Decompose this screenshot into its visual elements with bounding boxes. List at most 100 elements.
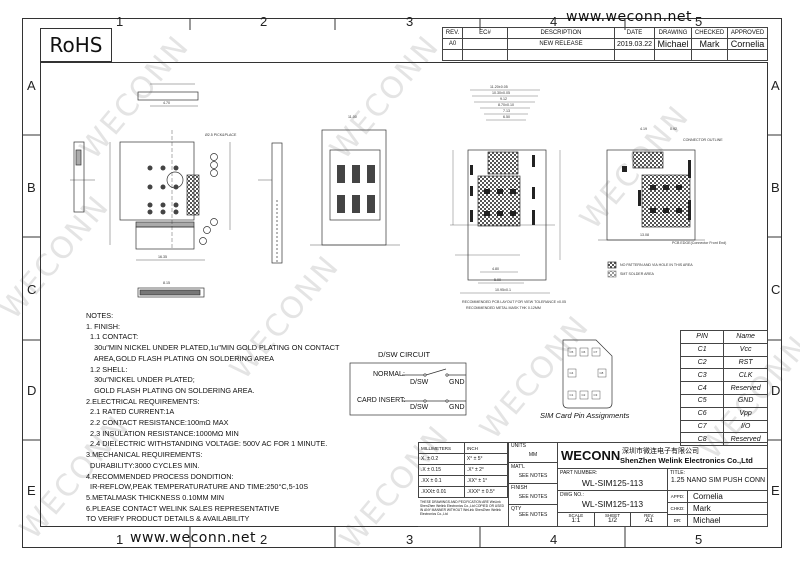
tolerance-row: .X ± 0.15.X° ± 2°	[418, 464, 509, 476]
text-cell: APPD:	[668, 491, 688, 502]
text-cell: DR:	[668, 515, 688, 527]
text-cell: MM	[528, 452, 538, 458]
company-name-cn: 深圳市微连电子有限公司	[622, 448, 699, 455]
top-side-view	[137, 91, 199, 101]
row-label: B	[771, 180, 780, 195]
column-label: 2	[260, 14, 268, 29]
column-label: 4	[550, 532, 558, 547]
text-cell: C6	[679, 406, 725, 421]
column-label: 5	[695, 532, 703, 547]
tolerance-row: .XXX± 0.01.XXX° ± 0.5°	[418, 486, 509, 498]
text-cell: QTY	[511, 506, 522, 512]
dim-label: 10.95±0.1	[495, 288, 511, 292]
column-label: 4	[550, 14, 558, 29]
outer-frame	[22, 18, 782, 548]
text-cell: MILLIMETERS	[418, 442, 465, 454]
row-label: E	[27, 483, 36, 498]
text-cell: 1.25 NANO SIM PUSH CONN	[670, 477, 766, 484]
text-cell: C7	[679, 419, 725, 434]
note-line: 3.MECHANICAL REQUIREMENTS:	[86, 450, 203, 460]
company-logo: WECONN	[561, 448, 621, 463]
row-label: B	[27, 180, 36, 195]
text-cell: X° ± 5°	[463, 453, 509, 465]
sim-caption: SIM Card Pin Assignments	[540, 411, 630, 420]
connector-top-view	[321, 129, 387, 246]
sim-pad: C5	[570, 350, 574, 354]
text-cell: SCALE	[568, 513, 584, 518]
row-label: D	[771, 383, 781, 398]
sim-pad: C3	[594, 393, 598, 397]
note-line: NOTES:	[86, 311, 114, 320]
website-top: www.weconn.net	[566, 9, 693, 25]
text-cell: SEE NOTES	[518, 473, 548, 479]
title-block	[418, 442, 768, 527]
text-cell: WL-SIM125-113	[581, 478, 644, 488]
column-label: 3	[406, 532, 414, 547]
text-cell: X. ± 0.2	[418, 453, 465, 465]
dim-label: 9.12	[500, 97, 507, 101]
dim-label: 10.30±0.05	[492, 91, 510, 95]
dsw-title: D/SW CIRCUIT	[378, 350, 431, 359]
revision-empty-row	[442, 49, 768, 61]
text-cell: .X° ± 2°	[463, 464, 509, 476]
text-cell: DWG NO.:	[560, 492, 584, 498]
layout-note: RECOMMENDED PCB LAYOUT FOR VIEW TOLERANC…	[462, 300, 566, 304]
inner-frame	[40, 62, 768, 527]
text-cell: C2	[679, 355, 725, 370]
text-cell: .XX ± 0.1	[418, 475, 465, 487]
text-cell: MAT'L	[511, 464, 525, 470]
sim-pad: C4	[570, 371, 574, 375]
text-cell: TITLE:	[670, 470, 686, 476]
text-cell: C1	[679, 342, 725, 357]
column-label: 1	[116, 532, 124, 547]
pin-header: PIN	[679, 330, 725, 344]
row-label: C	[27, 282, 37, 297]
text-cell: PART NUMBER:	[560, 470, 598, 476]
connector-outline-label: CONNECTOR OUTLINE	[683, 138, 723, 142]
note-line: 5.METALMASK THICKNESS 0.10MM MIN	[86, 492, 224, 502]
dim-label: 6.50	[503, 115, 510, 119]
dim-label: 16.35	[158, 255, 167, 259]
note-line: 2.1 RATED CURRENT:1A	[86, 407, 175, 417]
pcb-edge-label: PCB EDGE(Connector Front End)	[672, 241, 726, 245]
row-label: E	[771, 483, 780, 498]
text-cell: Vcc	[723, 342, 768, 357]
row-label: C	[771, 282, 781, 297]
sim-pad: C8	[600, 371, 604, 375]
dim-label: 5.00	[494, 278, 501, 282]
text-cell: INCH	[463, 442, 509, 454]
dim-label: 4.19	[640, 127, 647, 131]
note-line: 6.PLEASE CONTACT WELINK SALES REPRESENTA…	[86, 503, 280, 513]
column-label: 1	[116, 14, 124, 29]
text-cell: 1/2	[607, 517, 618, 524]
note-line: 2.2 CONTACT RESISTANCE:100mΩ MAX	[86, 418, 229, 428]
text-cell: SEE NOTES	[518, 494, 548, 500]
note-line: 1. FINISH:	[86, 321, 121, 331]
dim-label: 4.70	[163, 101, 170, 105]
dsw-card-insert-label: CARD INSERT:	[357, 397, 406, 404]
company-header: WECONN 深圳市微连电子有限公司 ShenZhen Welink Elect…	[558, 442, 768, 469]
notes: NOTES:1. FINISH: 1.1 CONTACT: 30u"MIN NI…	[86, 311, 339, 525]
dim-label: 7.13	[503, 109, 510, 113]
row-label: D	[27, 383, 37, 398]
legend-smt: SMT SOLDER AREA	[620, 272, 654, 276]
title-cell: TITLE:1.25 NANO SIM PUSH CONN	[668, 469, 768, 491]
note-line: 1.2 SHELL:	[86, 364, 128, 374]
dim-label: 11.20±0.05	[490, 85, 508, 89]
column-label: 2	[260, 532, 268, 547]
row-label: A	[771, 78, 780, 93]
dim-label: 0.92	[670, 127, 677, 131]
part-number-cell: PART NUMBER: WL-SIM125-113	[558, 469, 668, 491]
dim-label: 8.15	[163, 281, 170, 285]
pick-place-label: Ø2.5 PICK&PLACE	[205, 133, 237, 137]
note-line: 2.4 DIELECTRIC WITHSTANDING VOLTAGE: 500…	[86, 439, 328, 449]
text-cell: .XXX° ± 0.5°	[463, 486, 509, 498]
